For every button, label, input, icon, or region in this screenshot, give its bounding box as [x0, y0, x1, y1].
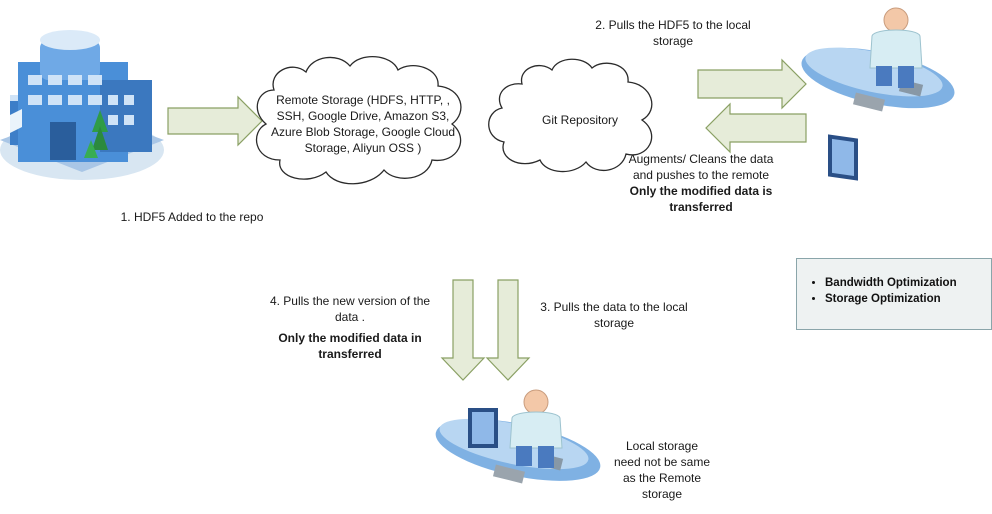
git-repository-label: Git Repository — [541, 113, 619, 127]
local-storage-note-line-4: storage — [641, 487, 683, 501]
step4-line-1: 4. Pulls the new version of the — [269, 294, 431, 308]
step4-bold-line-2: transferred — [318, 347, 382, 361]
arrow-workstation-to-git — [705, 102, 807, 154]
augment-bold-line-1: Only the modified data is — [629, 184, 773, 198]
arrow-remote-to-local-2 — [485, 279, 531, 381]
local-storage-note-line-2: need not be same — [613, 455, 711, 469]
step3-line-2: storage — [593, 316, 635, 330]
workstation-top-icon — [801, 7, 955, 181]
step2-line-2: storage — [652, 34, 694, 48]
remote-storage-label: Remote Storage (HDFS, HTTP, , SSH, Googl… — [258, 92, 468, 156]
optimization-list: Bandwidth Optimization Storage Optimizat… — [797, 259, 991, 307]
remote-storage-line-3: Azure Blob Storage, Google Cloud — [270, 125, 456, 139]
local-storage-note: Local storage need not be same as the Re… — [596, 438, 728, 502]
local-storage-note-line-3: as the Remote — [622, 471, 702, 485]
augment-line-2: and pushes to the remote — [632, 168, 770, 182]
workstation-bottom-icon — [435, 389, 601, 484]
arrow-building-to-remote — [167, 95, 263, 147]
legend-item-storage: Storage Optimization — [825, 291, 991, 307]
building-icon — [0, 30, 164, 180]
arrow-remote-to-local-1 — [440, 279, 486, 381]
optimization-legend-box: Bandwidth Optimization Storage Optimizat… — [796, 258, 992, 330]
remote-storage-cloud — [256, 55, 462, 185]
remote-storage-line-4: Storage, Aliyun OSS ) — [304, 141, 422, 155]
step2-label: 2. Pulls the HDF5 to the local storage — [570, 17, 776, 49]
legend-item-bandwidth: Bandwidth Optimization — [825, 275, 991, 291]
step4-label: 4. Pulls the new version of the data . O… — [252, 293, 448, 362]
remote-storage-line-1: Remote Storage (HDFS, HTTP, , — [276, 93, 450, 107]
augment-line-1: Augments/ Cleans the data — [628, 152, 774, 166]
step3-line-1: 3. Pulls the data to the local — [540, 300, 688, 314]
step2-line-1: 2. Pulls the HDF5 to the local — [595, 18, 751, 32]
local-storage-note-line-1: Local storage — [625, 439, 699, 453]
augment-label: Augments/ Cleans the data and pushes to … — [606, 151, 796, 215]
arrow-git-to-workstation — [697, 58, 807, 110]
git-repository-cloud — [488, 58, 653, 173]
augment-bold-line-2: transferred — [669, 200, 733, 214]
remote-storage-line-2: SSH, Google Drive, Amazon S3, — [276, 109, 450, 123]
step4-line-2: data . — [334, 310, 366, 324]
step1-label: 1. HDF5 Added to the repo — [120, 210, 264, 224]
step4-bold-line-1: Only the modified data in — [278, 331, 422, 345]
step3-label: 3. Pulls the data to the local storage — [516, 299, 712, 331]
